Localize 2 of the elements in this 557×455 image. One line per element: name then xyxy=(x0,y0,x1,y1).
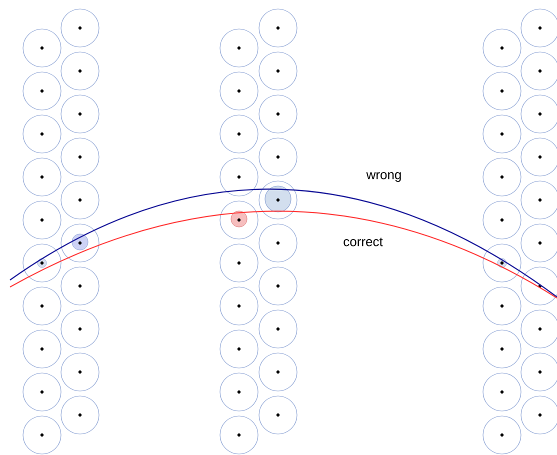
curve-label: wrong xyxy=(366,172,401,182)
curve-label: correct xyxy=(344,238,383,246)
